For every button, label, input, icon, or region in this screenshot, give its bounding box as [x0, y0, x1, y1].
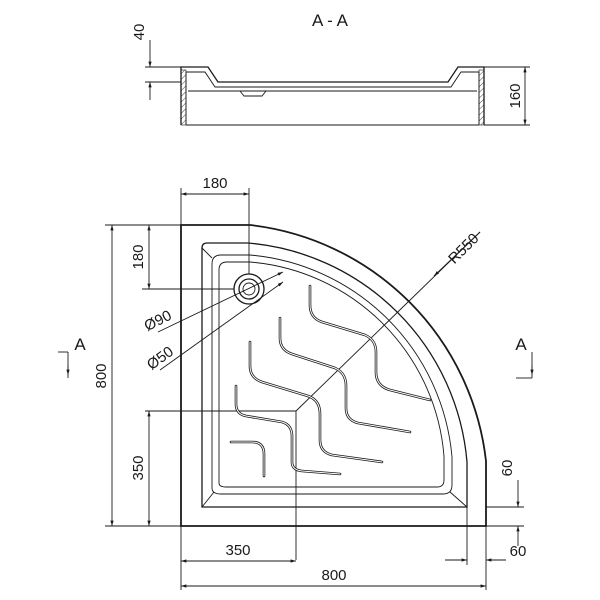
section-marker-left: A — [58, 335, 86, 378]
dim-bot-350-label: 350 — [225, 542, 250, 559]
rib-highlight — [249, 341, 383, 463]
rib — [278, 316, 412, 434]
chamfer-bottom-left — [201, 491, 215, 508]
section-marker-left-label: A — [74, 335, 86, 354]
chamfer-top-left — [201, 247, 213, 259]
dim-left-350-label: 350 — [130, 455, 147, 480]
chamfer-bottom-right — [449, 491, 468, 508]
dim-bot-60-label: 60 — [510, 543, 527, 560]
basin-contour — [211, 254, 453, 495]
right-wall-hatch — [478, 69, 485, 126]
dim-left-800-label: 800 — [93, 363, 110, 388]
rim-contour — [201, 242, 468, 508]
drain-inner — [242, 282, 256, 296]
basin-inner-contour — [218, 261, 445, 488]
rib-highlight — [235, 385, 341, 475]
drain-mid — [238, 278, 260, 300]
section-marker-right: A — [515, 335, 534, 379]
rib-highlight — [309, 285, 431, 401]
drain-profile — [239, 90, 267, 97]
rib-highlight — [279, 317, 411, 433]
section-marker-right-label: A — [515, 335, 527, 354]
dim-40-label: 40 — [131, 24, 148, 41]
dia50-leader — [159, 281, 284, 371]
rib — [248, 340, 384, 464]
section-title: A - A — [312, 11, 349, 30]
dim-bot-800-label: 800 — [321, 567, 346, 584]
dia50-label: Ø50 — [144, 343, 177, 373]
tray-section-inner — [185, 71, 480, 125]
plan-view: 180 180 800 350 350 800 60 60 — [58, 175, 534, 590]
left-wall-hatch — [180, 69, 187, 126]
dim-top-180-label: 180 — [202, 175, 227, 192]
r550-label: R550 — [445, 230, 482, 267]
tray-section-outer — [180, 66, 485, 125]
rib — [229, 440, 266, 478]
r550-leader — [433, 231, 481, 277]
rib-highlight — [230, 441, 265, 477]
anti-slip-ribs — [229, 284, 432, 478]
dim-right-60-label: 60 — [499, 460, 516, 477]
section-view: A - A 40 160 — [131, 11, 530, 126]
rib — [234, 384, 342, 476]
dia90-leader — [157, 271, 284, 333]
dia90-label: Ø90 — [141, 307, 174, 335]
dim-left-180-label: 180 — [130, 244, 147, 269]
dim-160-label: 160 — [507, 83, 524, 108]
tray-outer-contour — [180, 224, 487, 527]
